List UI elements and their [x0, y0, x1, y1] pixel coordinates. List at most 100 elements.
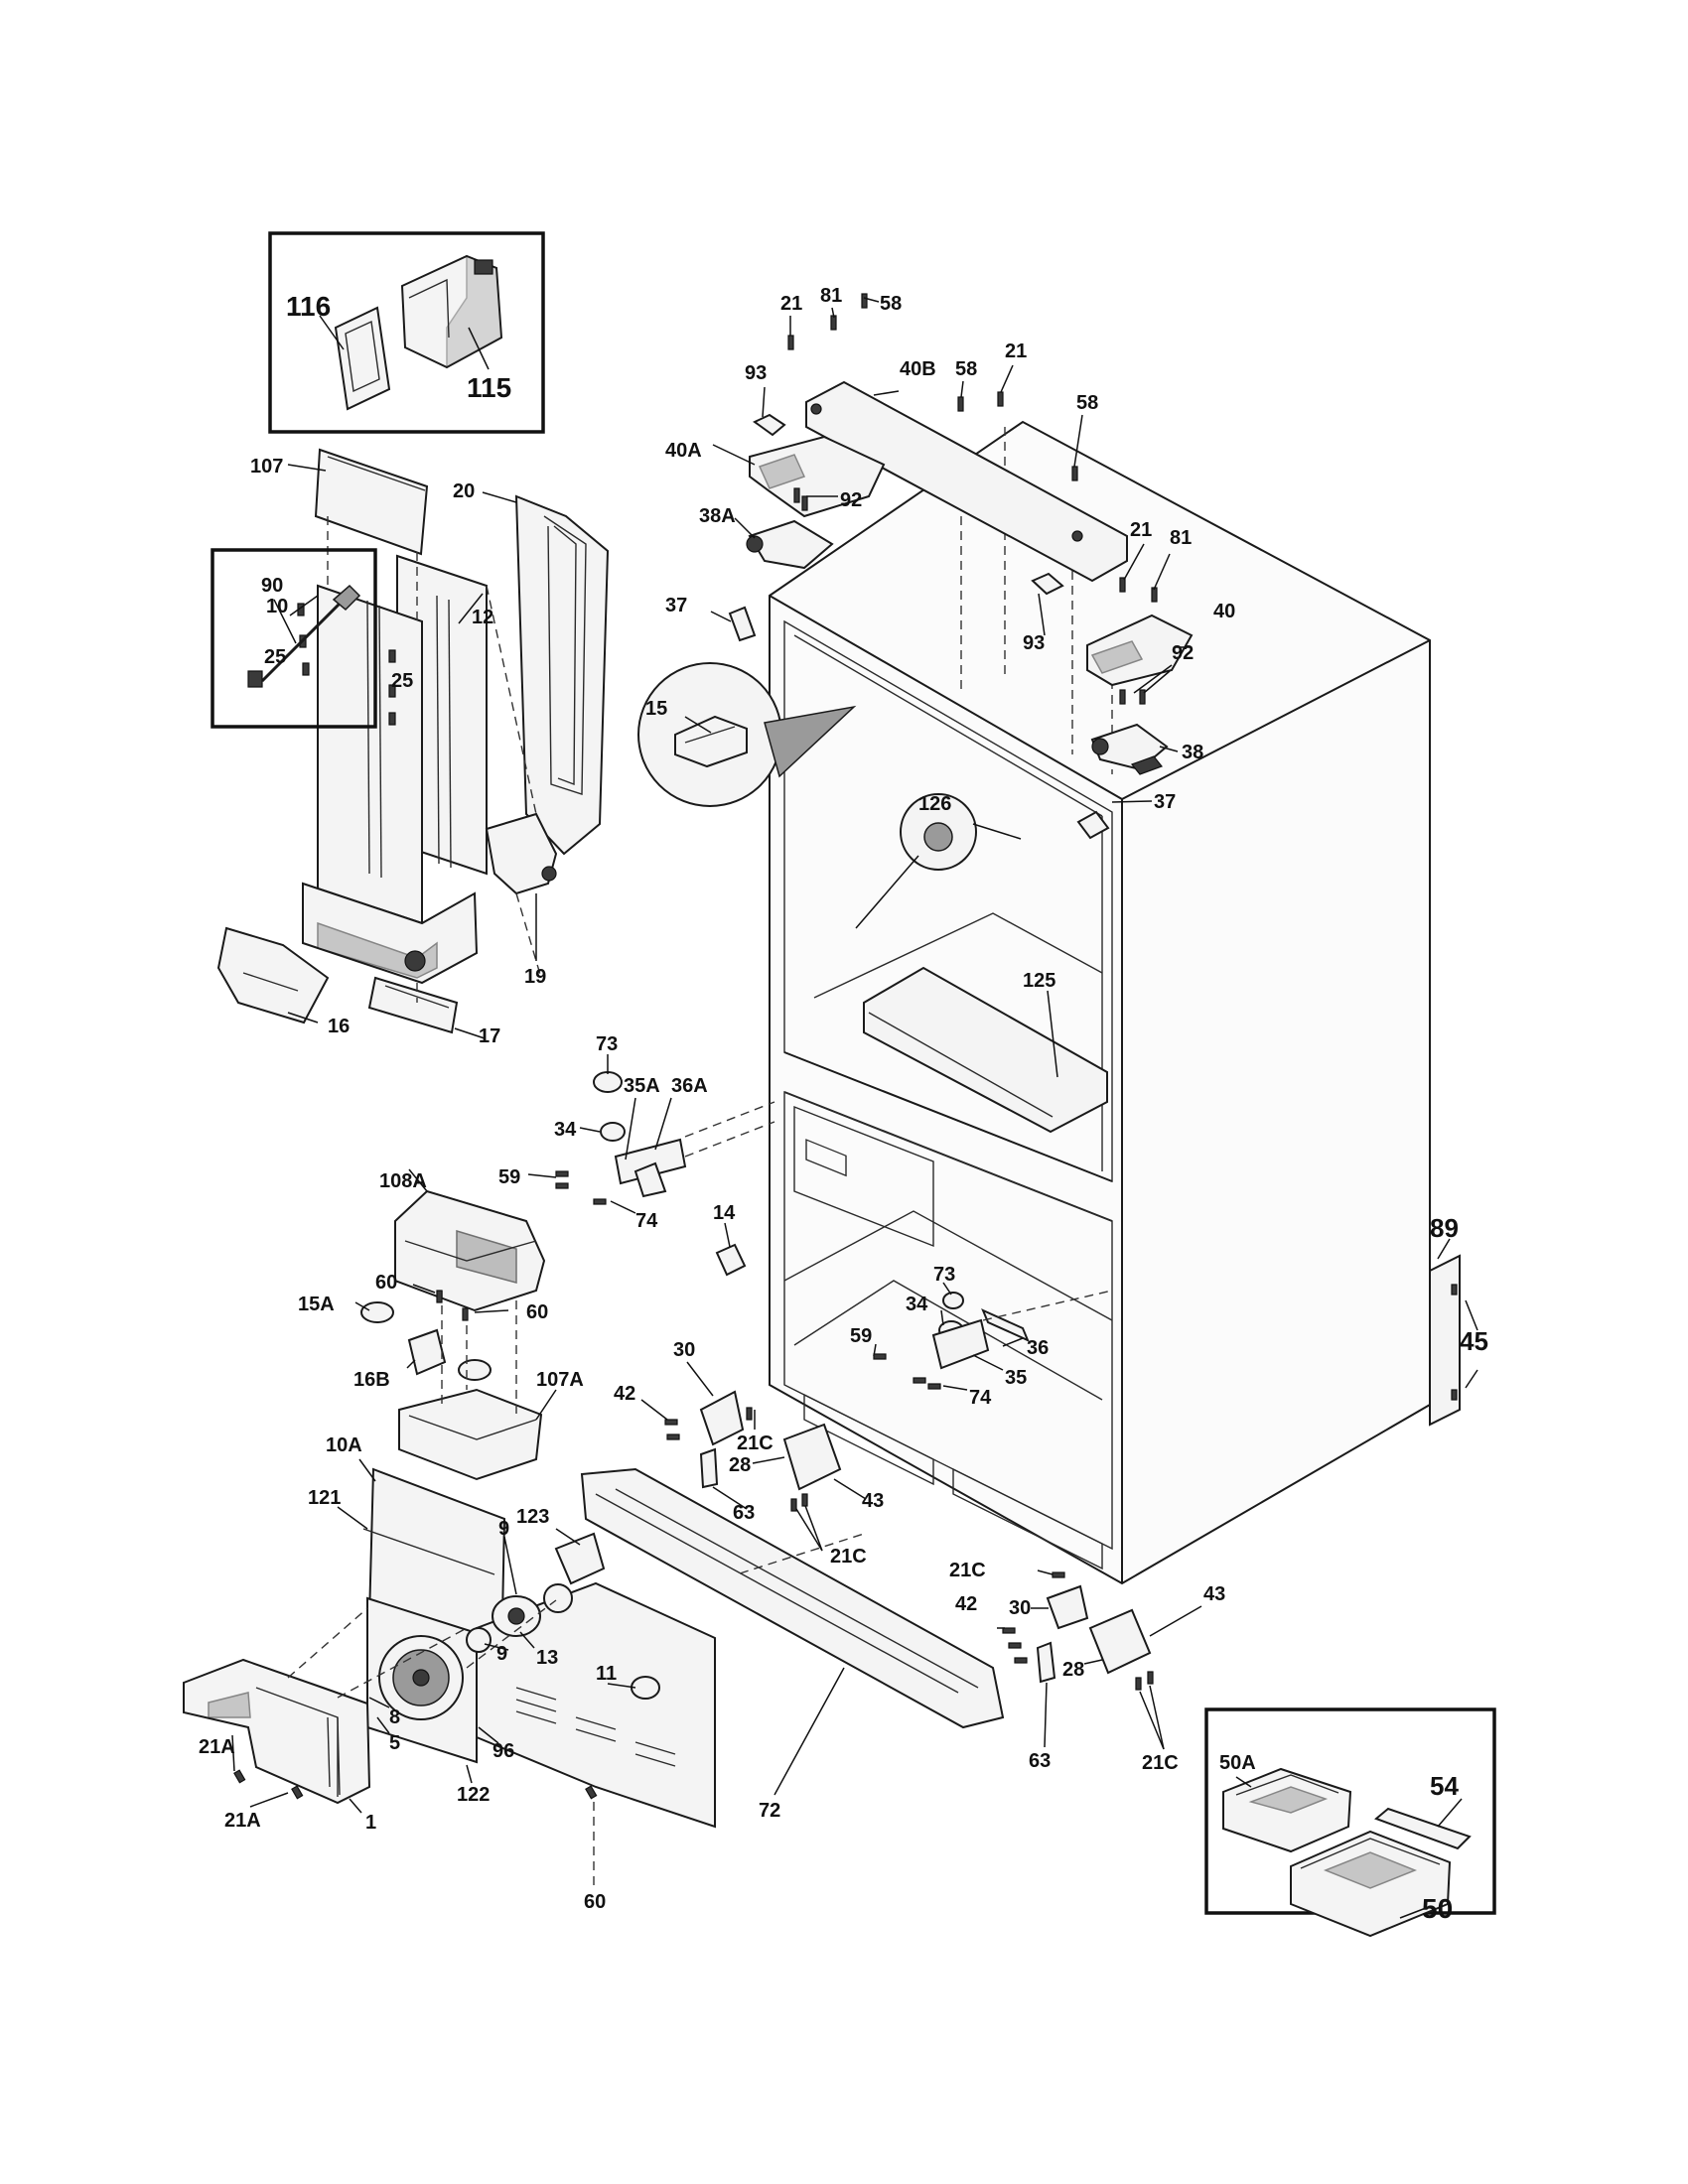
callout-21A-lower: 21A	[224, 1810, 261, 1832]
callout-16: 16	[328, 1016, 350, 1037]
callout-43-right: 43	[1203, 1583, 1225, 1605]
callout-5: 5	[389, 1732, 400, 1754]
callout-10A: 10A	[326, 1434, 362, 1456]
callout-21A-upper: 21A	[199, 1736, 235, 1758]
callout-59-lower: 59	[850, 1325, 872, 1347]
callout-25-right: 25	[391, 670, 413, 692]
callout-54: 54	[1430, 1771, 1459, 1801]
callout-42-right: 42	[955, 1593, 977, 1615]
callout-34-lower: 34	[906, 1294, 928, 1315]
callout-28-right: 28	[1062, 1659, 1084, 1681]
callout-74-upper: 74	[635, 1210, 658, 1232]
callout-28-left: 28	[729, 1454, 751, 1476]
dispenser-control-housing	[354, 1168, 557, 1481]
callout-36A: 36A	[671, 1075, 708, 1097]
callout-14: 14	[713, 1202, 736, 1224]
callout-93-right: 93	[1023, 632, 1045, 654]
callout-92-upper: 92	[840, 489, 862, 511]
toe-grille-72	[580, 1467, 1005, 1796]
callout-58-middle: 58	[955, 358, 977, 380]
inset-box-ice-chute	[268, 231, 545, 434]
callout-125: 125	[1023, 970, 1055, 992]
callout-21C-upper-left: 21C	[737, 1433, 774, 1454]
callout-122: 122	[457, 1784, 490, 1806]
callout-25-left: 25	[264, 646, 286, 668]
callout-15: 15	[645, 698, 667, 720]
callout-72: 72	[759, 1800, 780, 1822]
callout-35A: 35A	[624, 1075, 660, 1097]
callout-63-left: 63	[733, 1502, 755, 1524]
callout-81-right: 81	[1170, 527, 1192, 549]
callout-16B: 16B	[353, 1369, 390, 1391]
callout-126: 126	[918, 793, 951, 815]
callout-12: 12	[472, 607, 493, 628]
callout-108A: 108A	[379, 1170, 427, 1192]
callout-21C-right-lower: 21C	[1142, 1752, 1179, 1774]
fan-panel-assembly	[183, 1458, 716, 1886]
callout-45: 45	[1460, 1326, 1488, 1356]
callout-37-left: 37	[665, 595, 687, 616]
callout-40A: 40A	[665, 440, 702, 462]
callout-13: 13	[536, 1647, 558, 1669]
callout-89: 89	[1430, 1213, 1459, 1243]
callout-17: 17	[479, 1025, 500, 1047]
callout-73-upper: 73	[596, 1033, 618, 1055]
callout-121: 121	[308, 1487, 341, 1509]
callout-38: 38	[1182, 742, 1203, 763]
inset-box-ice-trays	[1204, 1707, 1496, 1938]
callout-90: 90	[261, 575, 283, 597]
callout-11: 11	[596, 1663, 617, 1685]
callout-8: 8	[389, 1706, 400, 1728]
inset-box-harness-90	[211, 548, 377, 729]
callout-30-left: 30	[673, 1339, 695, 1361]
callout-labels: 116 115 107 20 10 12 25 25 19 16 17 90 1…	[199, 285, 1488, 1924]
callout-42-left: 42	[614, 1383, 635, 1405]
callout-60-right: 60	[526, 1301, 548, 1323]
callout-107A: 107A	[536, 1369, 584, 1391]
callout-34-upper: 34	[554, 1119, 577, 1141]
callout-21C-right-upper: 21C	[949, 1560, 986, 1581]
ice-container-assembly	[216, 448, 610, 1039]
callout-63-right: 63	[1029, 1750, 1051, 1772]
callout-20: 20	[453, 480, 475, 502]
callout-115: 115	[467, 372, 511, 403]
callout-107: 107	[250, 456, 283, 478]
callout-59-upper: 59	[498, 1166, 520, 1188]
callout-81-top: 81	[820, 285, 842, 307]
callout-50A: 50A	[1219, 1752, 1256, 1774]
callout-74-lower: 74	[969, 1387, 992, 1409]
callout-50: 50	[1422, 1893, 1453, 1924]
callout-9-bottom: 9	[496, 1643, 507, 1665]
callout-60-bottom: 60	[584, 1891, 606, 1913]
callout-1: 1	[365, 1812, 376, 1834]
callout-40B: 40B	[900, 358, 936, 380]
callout-9-top: 9	[498, 1518, 509, 1540]
callout-15A: 15A	[298, 1294, 335, 1315]
callout-21-top: 21	[780, 293, 802, 315]
callout-96: 96	[492, 1740, 514, 1762]
callout-21-right: 21	[1130, 519, 1152, 541]
callout-60-left: 60	[375, 1272, 397, 1294]
callout-40: 40	[1213, 601, 1235, 622]
callout-93-top: 93	[745, 362, 767, 384]
refrigerator-cabinet	[637, 420, 1431, 1585]
callout-21C-lower-left: 21C	[830, 1546, 867, 1568]
callout-58-right: 58	[1076, 392, 1098, 414]
callout-116: 116	[286, 291, 331, 322]
callout-19: 19	[524, 966, 546, 988]
callout-38A: 38A	[699, 505, 736, 527]
upper-hinge-parts	[710, 293, 1194, 775]
callout-92-right: 92	[1172, 642, 1194, 664]
callout-37-right: 37	[1154, 791, 1176, 813]
callout-30-right: 30	[1009, 1597, 1031, 1619]
callout-21-middle: 21	[1005, 341, 1027, 362]
callout-73-lower: 73	[933, 1264, 955, 1286]
callout-36: 36	[1027, 1337, 1049, 1359]
callout-10: 10	[266, 596, 288, 617]
callout-123: 123	[516, 1506, 549, 1528]
callout-58-top: 58	[880, 293, 902, 315]
door-hinge-parts	[527, 1054, 1478, 1750]
callout-43-left: 43	[862, 1490, 884, 1512]
callout-35: 35	[1005, 1367, 1027, 1389]
